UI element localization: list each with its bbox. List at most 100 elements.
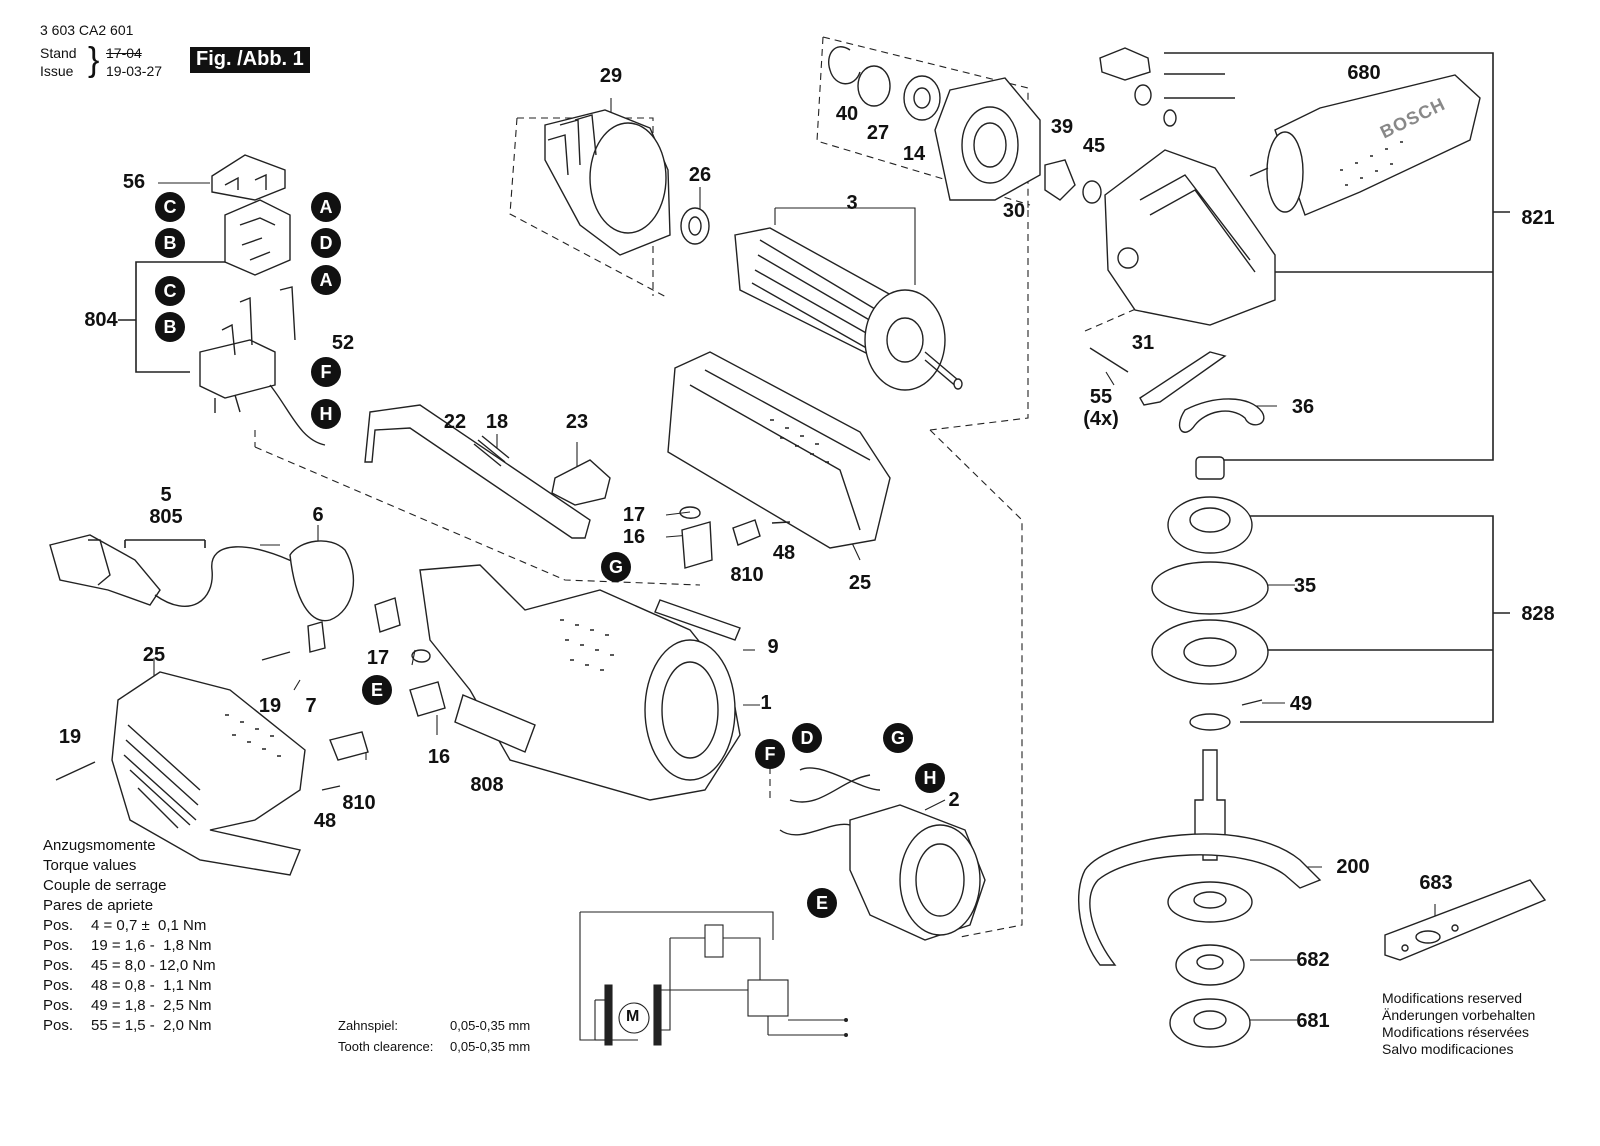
tooth-label-de: Zahnspiel: bbox=[338, 1018, 398, 1033]
tooth-value-de: 0,05-0,35 mm bbox=[450, 1018, 531, 1033]
old-date: 17-04 bbox=[106, 45, 142, 61]
part-810-upper-shape bbox=[732, 519, 761, 546]
part-number: 810 bbox=[342, 792, 376, 814]
torque-value: 55 = 1,5 - 2,0 Nm bbox=[91, 1017, 212, 1034]
part-number: 19 bbox=[258, 695, 282, 717]
connector-bubble: B bbox=[155, 228, 185, 258]
connector-bubble: E bbox=[362, 675, 392, 705]
part-number: 808 bbox=[470, 774, 504, 796]
connector-bubble: F bbox=[311, 357, 341, 387]
part-number: 805 bbox=[149, 506, 183, 528]
washer-shape bbox=[1189, 713, 1231, 731]
part-number: 49 bbox=[1289, 693, 1313, 715]
part-48-lower-shape bbox=[321, 785, 341, 791]
part-56-shape bbox=[211, 154, 286, 201]
torque-row: Pos. 49 = 1,8 - 2,5 Nm bbox=[43, 996, 251, 1016]
part-683-spanner-shape bbox=[1384, 879, 1547, 961]
label-808-shape bbox=[454, 694, 536, 753]
torque-value: 19 = 1,6 - 1,8 Nm bbox=[91, 937, 212, 954]
label-9-shape bbox=[654, 599, 741, 641]
torque-value: 4 = 0,7 ± 0,1 Nm bbox=[91, 917, 207, 934]
torque-pos: Pos. bbox=[43, 1017, 74, 1034]
part-number: 2 bbox=[948, 789, 960, 811]
torque-value: 48 = 0,8 - 1,1 Nm bbox=[91, 977, 212, 994]
torque-value: 45 = 8,0 - 12,0 Nm bbox=[91, 957, 216, 974]
part-number: 45 bbox=[1082, 135, 1106, 157]
torque-heading: Couple de serrage bbox=[43, 877, 167, 894]
torque-pos: Pos. bbox=[43, 997, 74, 1014]
torque-heading: Pares de apriete bbox=[43, 897, 154, 914]
connector-bubble: E bbox=[807, 888, 837, 918]
part-number: 680 bbox=[1347, 62, 1381, 84]
part-26-shape bbox=[680, 207, 710, 245]
torque-row: Pos.48 = 0,8 - 1,1 Nm bbox=[43, 976, 251, 996]
stand-label: Stand bbox=[40, 45, 77, 61]
torque-row: Pos.45 = 8,0 - 12,0 Nm bbox=[43, 956, 251, 976]
part-27-shape bbox=[857, 65, 891, 107]
cord-clip-shape bbox=[374, 597, 401, 633]
switch-block-shape bbox=[224, 199, 291, 276]
group-brackets bbox=[118, 52, 1510, 723]
part-number: 55 bbox=[1089, 386, 1113, 408]
modifications-note: Modifications reserved Änderungen vorbeh… bbox=[1382, 990, 1535, 1058]
part-number: 39 bbox=[1050, 116, 1074, 138]
tooth-clearance-note: Zahnspiel:0,05-0,35 mm Tooth clearence:0… bbox=[338, 1015, 530, 1057]
part-16-lower-shape bbox=[409, 681, 446, 717]
figure-label: Fig. /Abb. 1 bbox=[190, 47, 310, 73]
part-number: 821 bbox=[1521, 207, 1555, 229]
part-number: 25 bbox=[142, 644, 166, 666]
connector-bubble: A bbox=[311, 265, 341, 295]
issue-label: Issue bbox=[40, 63, 74, 79]
part-number: 804 bbox=[84, 309, 118, 331]
part-number: 9 bbox=[767, 636, 779, 658]
part-number: 810 bbox=[730, 564, 764, 586]
part-17-upper-shape bbox=[679, 506, 701, 519]
part-number: 19 bbox=[58, 726, 82, 748]
part-48-upper-shape bbox=[771, 521, 791, 524]
part-number: 828 bbox=[1521, 603, 1555, 625]
part-number: 6 bbox=[312, 504, 324, 526]
part-55-screw-shape bbox=[1089, 347, 1129, 373]
modification-line: Salvo modificaciones bbox=[1382, 1041, 1514, 1057]
connector-bubble: A bbox=[311, 192, 341, 222]
document-number: 3 603 CA2 601 bbox=[40, 22, 134, 38]
power-cord-shape bbox=[49, 534, 355, 622]
connector-bubble: B bbox=[155, 312, 185, 342]
part-number: 48 bbox=[772, 542, 796, 564]
part-17-lower-shape bbox=[411, 649, 431, 663]
torque-value: 49 = 1,8 - 2,5 Nm bbox=[91, 997, 212, 1014]
part-number: 25 bbox=[848, 572, 872, 594]
part-7-shape bbox=[307, 621, 326, 653]
connector-bubble: D bbox=[311, 228, 341, 258]
part-681-nut-shape bbox=[1169, 998, 1251, 1048]
torque-pos: Pos. bbox=[43, 917, 74, 934]
connector-bubble: F bbox=[755, 739, 785, 769]
spindle-shape bbox=[1194, 749, 1226, 861]
part-number: 1 bbox=[760, 692, 772, 714]
part-number: 14 bbox=[902, 143, 926, 165]
housing-cover-lower-shape bbox=[111, 671, 306, 876]
wiring-diagram bbox=[579, 911, 846, 1046]
connector-bubble: D bbox=[792, 723, 822, 753]
part-number: 56 bbox=[122, 171, 146, 193]
part-31-shape bbox=[1139, 351, 1227, 406]
part-35-seal-shape bbox=[1151, 561, 1269, 615]
part-number: 23 bbox=[565, 411, 589, 433]
part-number: 17 bbox=[622, 504, 646, 526]
modification-line: Modifications reserved bbox=[1382, 990, 1523, 1006]
part-number: 30 bbox=[1002, 200, 1026, 222]
housing-cover-upper-shape bbox=[667, 351, 891, 549]
issue-date: 19-03-27 bbox=[106, 63, 163, 79]
connector-bubble: G bbox=[883, 723, 913, 753]
part-number: 26 bbox=[688, 164, 712, 186]
tooth-value-en: 0,05-0,35 mm bbox=[450, 1039, 531, 1054]
torque-heading: Anzugsmomente bbox=[43, 837, 156, 854]
part-39-pinion-shape bbox=[1044, 159, 1076, 201]
part-number: 17 bbox=[366, 647, 390, 669]
part-number: 5 bbox=[160, 484, 172, 506]
torque-heading: Torque values bbox=[43, 857, 137, 874]
part-19-lower-shape bbox=[55, 761, 96, 781]
part-number: 16 bbox=[427, 746, 451, 768]
part-number: 40 bbox=[835, 103, 859, 125]
